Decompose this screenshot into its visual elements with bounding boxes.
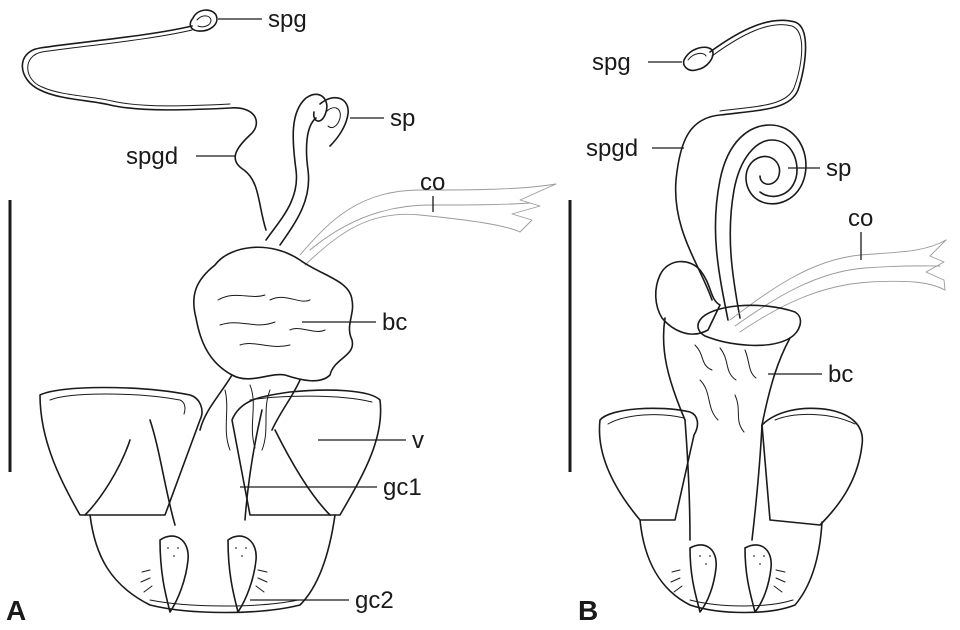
label-v-a: v <box>412 427 424 454</box>
bursa-folds-b <box>695 345 756 432</box>
panel-a: spg sp spgd co bc v gc1 gc2 A <box>6 6 556 626</box>
basal-cup-b <box>640 520 822 613</box>
label-gc1-a: gc1 <box>383 474 422 501</box>
label-sp-a: sp <box>390 105 415 132</box>
label-bc-b: bc <box>828 361 853 388</box>
label-co-a: co <box>420 169 445 196</box>
gc2-left <box>160 536 188 612</box>
label-spg-a: spg <box>268 6 307 33</box>
claw-right-b <box>745 545 771 612</box>
basal-cup-rim-a <box>150 600 298 606</box>
label-co-b: co <box>848 205 873 232</box>
bursa-lobe-b <box>656 262 720 335</box>
vestibulum-v <box>232 390 381 515</box>
spermathecal-gland-a <box>190 10 217 31</box>
gc1 <box>245 410 330 520</box>
spermatheca-b <box>715 125 806 320</box>
left-plate-b <box>599 408 697 520</box>
spermatheca-coil-inner-a <box>326 108 340 128</box>
label-gc2-a: gc2 <box>355 587 394 614</box>
spermatheca-outline-a <box>280 118 316 245</box>
right-plate-rim-b <box>775 414 855 424</box>
co-ribbon-mid-b <box>735 266 940 326</box>
duct-double-line-b <box>712 25 802 111</box>
co-ribbon-edge-a <box>305 214 520 265</box>
label-spgd-b: spgd <box>586 135 638 162</box>
gland-inner-b <box>688 53 706 60</box>
spermathecal-gland-duct-a <box>22 26 266 230</box>
panel-b: spg spgd sp co bc B <box>570 20 946 626</box>
left-plate-rim-b <box>608 415 684 424</box>
co-ribbon-mid-a <box>310 203 530 250</box>
label-spgd-a: spgd <box>126 143 178 170</box>
co-ribbon-end-a <box>512 184 556 232</box>
gland-inner-a <box>197 16 211 27</box>
basal-cup-a <box>90 515 335 613</box>
duct-double-line-a <box>28 30 230 106</box>
bursa-rim-b <box>698 305 800 345</box>
spermatheca-outline-b <box>730 140 797 318</box>
spermathecal-gland-duct-b <box>676 20 806 300</box>
spermathecal-gland-b <box>684 47 713 70</box>
left-plate-a <box>40 388 202 516</box>
spermatheca-coil-a <box>320 98 348 146</box>
label-sp-b: sp <box>826 155 851 182</box>
left-plate-rim-a <box>50 394 185 414</box>
bursa-folds-a <box>218 295 325 346</box>
bursa-copulatrix-a <box>194 247 353 381</box>
ductus-folds-a <box>225 385 270 450</box>
claw-left-b <box>690 545 716 612</box>
label-bc-a: bc <box>382 309 407 336</box>
inner-columns-b <box>685 420 762 540</box>
gc1-left-edges-a <box>85 420 175 525</box>
bursa-copulatrix-b <box>664 318 790 425</box>
label-spg-b: spg <box>592 49 631 76</box>
panel-label-b: B <box>578 595 598 626</box>
right-plate-b <box>762 408 862 525</box>
panel-label-a: A <box>6 595 26 626</box>
ductus-bursae-a <box>200 375 300 430</box>
